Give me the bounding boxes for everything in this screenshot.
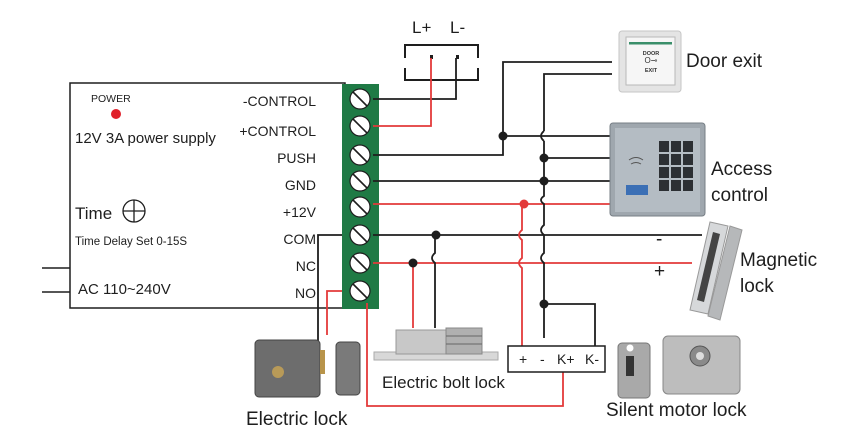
time-knob-icon: [122, 199, 146, 223]
indicator-box: [404, 44, 479, 81]
motor-terminal-k-plus: K+: [557, 351, 575, 367]
electric-lock-icon: [254, 339, 361, 398]
electric-lock-label: Electric lock: [246, 409, 348, 430]
magnetic-lock-label-2: lock: [740, 276, 774, 297]
keypad-key: [671, 167, 681, 178]
power-label: POWER: [91, 93, 131, 105]
magnetic-plus-label: +: [654, 261, 666, 282]
door-exit-label: Door exit: [686, 51, 763, 72]
terminal-label-minus-control: -CONTROL: [242, 93, 316, 109]
access-control-label-2: control: [711, 185, 769, 206]
wires: [317, 58, 702, 407]
terminal-label-12v: +12V: [282, 204, 316, 220]
electric-bolt-lock-icon: [373, 327, 499, 361]
terminal-label-push: PUSH: [277, 150, 316, 166]
silent-motor-lock-label: Silent motor lock: [606, 400, 747, 421]
terminal-screw-slot: [352, 118, 368, 134]
keypad-key: [659, 180, 669, 191]
terminal-screw-slot: [352, 255, 368, 271]
power-led-icon: [111, 109, 121, 119]
silent-motor-lock-icon: [617, 335, 741, 399]
terminal-label-gnd: GND: [284, 177, 316, 193]
terminal-screw-slot: [352, 199, 368, 215]
indicator-minus-label: L-: [450, 18, 466, 37]
magnetic-lock-icon: [689, 221, 743, 321]
keypad-key: [683, 141, 693, 152]
keypad-key: [671, 154, 681, 165]
svg-text:DOOR: DOOR: [643, 51, 660, 57]
junction-dots: [408, 131, 549, 309]
terminal-screw-slot: [352, 173, 368, 189]
svg-text:O⊸: O⊸: [645, 56, 658, 65]
terminal-label-nc: NC: [295, 258, 316, 274]
motor-terminal-box: [507, 345, 606, 373]
time-delay-label: Time Delay Set 0-15S: [75, 236, 188, 248]
power-supply-box: [69, 82, 346, 309]
terminal-screw-slot: [352, 147, 368, 163]
keypad-key: [659, 141, 669, 152]
magnetic-lock-label-1: Magnetic: [740, 250, 818, 271]
keypad-key: [671, 180, 681, 191]
door-exit-button-icon: DOOR O⊸ EXIT: [618, 30, 682, 93]
keypad-key: [683, 180, 693, 191]
terminal-screw-slot: [352, 227, 368, 243]
power-supply-name: 12V 3A power supply: [75, 130, 216, 147]
ac-input-label: AC 110~240V: [78, 281, 171, 298]
terminal-label-com: COM: [283, 231, 316, 247]
terminal-screw-slot: [352, 283, 368, 299]
magnetic-minus-label: -: [656, 229, 663, 250]
keypad-key: [659, 167, 669, 178]
time-label: Time: [75, 204, 113, 223]
access-control-label-1: Access: [711, 159, 773, 180]
indicator-pin-plus: [430, 55, 433, 59]
electric-bolt-lock-label: Electric bolt lock: [382, 373, 505, 392]
keypad-key: [671, 141, 681, 152]
keypad-key: [659, 154, 669, 165]
motor-terminal-k-minus: K-: [585, 351, 599, 367]
motor-terminal-minus: -: [540, 351, 545, 367]
terminal-screw-slot: [352, 91, 368, 107]
keypad-key: [683, 154, 693, 165]
svg-text:EXIT: EXIT: [645, 68, 658, 74]
access-control-keypad-icon: [609, 122, 706, 217]
keypad-key: [683, 167, 693, 178]
motor-terminal-plus: +: [519, 351, 528, 367]
terminal-label-no: NO: [295, 285, 316, 301]
indicator-pin-minus: [456, 55, 459, 59]
terminal-label-plus-control: +CONTROL: [239, 123, 316, 139]
indicator-plus-label: L+: [412, 18, 432, 37]
